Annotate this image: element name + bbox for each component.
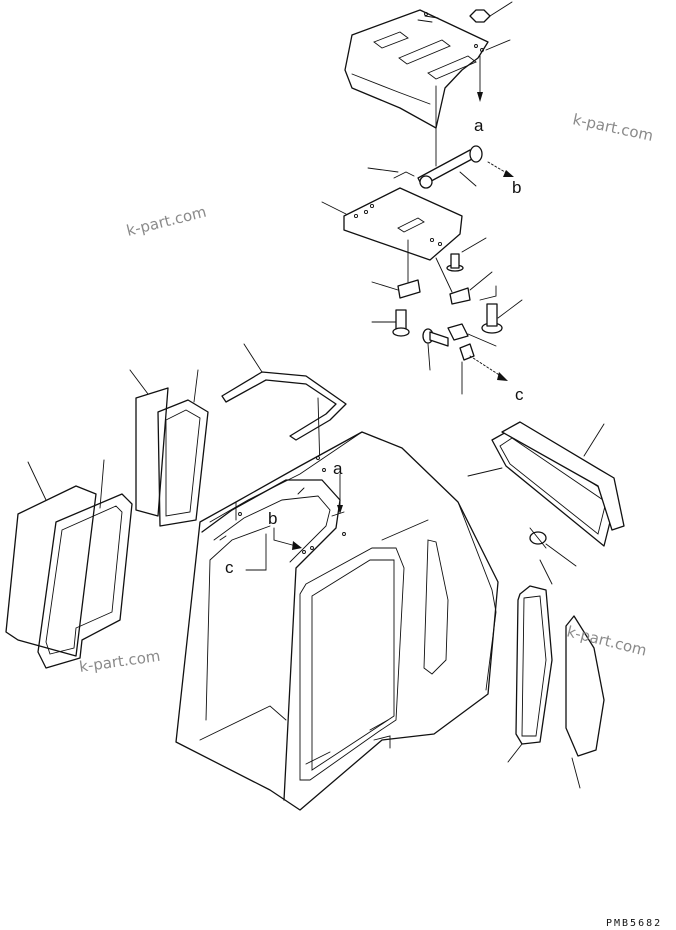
flange-bolt: [371, 309, 410, 337]
carriage-bolt: [422, 328, 449, 371]
corner-glass: [565, 615, 605, 789]
spring-clip: [367, 167, 415, 179]
spring-washer: [459, 343, 475, 395]
watermark-text: k-part.com: [125, 203, 209, 240]
side-glass-left: [5, 461, 97, 657]
callout-a-top: a: [474, 116, 484, 135]
leader-line: [485, 39, 511, 51]
bolt: [446, 237, 487, 272]
watermark-text: k-part.com: [571, 110, 655, 145]
nut-block: [447, 323, 497, 347]
hinge-pin: [417, 85, 483, 189]
callout-c-cab: c: [225, 558, 234, 577]
direction-arrow-a: [477, 55, 483, 102]
direction-arrow-c: [469, 355, 508, 381]
leader-line-b-cab: [273, 527, 302, 550]
cab-frame: [175, 431, 499, 811]
callout-c-top: c: [515, 385, 524, 404]
direction-arrow-b: [487, 161, 514, 177]
roof-cover: [344, 9, 489, 129]
window-knob: [529, 527, 577, 567]
corner-window-seal: [507, 559, 553, 763]
clip-bracket: [371, 239, 421, 299]
nut: [469, 1, 513, 23]
leader-line-c-cab: [245, 533, 267, 571]
mounting-plate: [321, 187, 463, 261]
watermark-text: k-part.com: [78, 647, 161, 676]
rear-glass: [501, 421, 625, 531]
callout-b-top: b: [512, 178, 521, 197]
front-lower-glass: [129, 369, 169, 517]
clip-bracket: [435, 257, 493, 305]
callout-b-cab: b: [268, 509, 277, 528]
front-lower-seal: [157, 369, 209, 527]
leader-line-a-cab: [337, 473, 343, 514]
callout-a-cab: a: [333, 459, 343, 478]
drawing-code: PMB5682: [606, 918, 662, 929]
flange-bolt: [479, 285, 523, 334]
side-window-seal: [37, 459, 133, 669]
